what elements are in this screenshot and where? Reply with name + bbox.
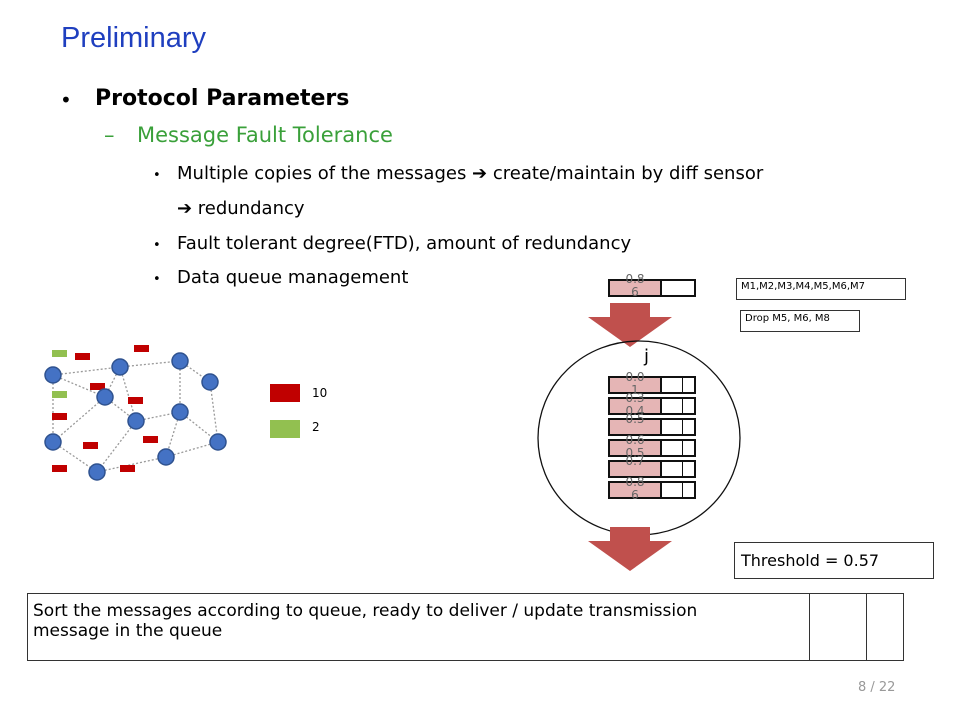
- queue-slot-value: 0.0 1: [625, 370, 645, 397]
- message-list-box: M1,M2,M3,M4,M5,M6,M7: [736, 278, 906, 300]
- page-title: Preliminary: [61, 22, 207, 54]
- legend-red-swatch: [270, 384, 300, 402]
- drop-text: Drop M5, M6, M8: [745, 313, 830, 324]
- queue-slot-value: 0.7: [625, 454, 645, 468]
- queue-slot-value: 0.5: [625, 412, 645, 426]
- sensor-nodes: [44, 352, 227, 481]
- queue-slot-value: 0.6 0.5: [625, 433, 645, 460]
- legend-green-label: 2: [312, 420, 320, 434]
- bullet-level3-1b: ➔ redundancy: [177, 198, 305, 219]
- bullet-level3-2: Fault tolerant degree(FTD), amount of re…: [177, 233, 632, 254]
- bullet-marker: •: [153, 168, 161, 183]
- legend-green-swatch: [270, 420, 300, 438]
- redundancy-markers: [52, 345, 158, 472]
- drop-box: Drop M5, M6, M8: [740, 310, 860, 332]
- incoming-message: 0.8 6: [608, 273, 696, 299]
- message-list: M1,M2,M3,M4,M5,M6,M7: [741, 281, 866, 292]
- arrow-in-icon: [588, 303, 672, 347]
- bullet-level2: Message Fault Tolerance: [137, 123, 393, 147]
- bullet-level3-3: Data queue management: [177, 267, 409, 288]
- bullet-level1: Protocol Parameters: [95, 86, 350, 111]
- explanation-line-c: Sort the messages according to queue, re…: [33, 601, 698, 621]
- legend-red-label: 10: [312, 386, 328, 400]
- page-number: 8 / 22: [858, 680, 896, 695]
- threshold-label: Threshold = 0.57: [734, 542, 934, 579]
- queue-slot: 0.3 0.4: [608, 392, 696, 418]
- queue-slot: 0.7: [608, 455, 696, 478]
- explanation-line-d: message in the queue: [33, 621, 223, 641]
- node-label: j: [644, 346, 650, 367]
- queue-diagram: [537, 303, 741, 571]
- bullet-marker: •: [153, 238, 161, 253]
- dash-marker: –: [104, 123, 115, 147]
- queue-slot: 0.6 0.5: [608, 434, 696, 460]
- queue-slot-value: 0.8 6: [625, 475, 645, 502]
- network-graph: [44, 345, 227, 481]
- queue-slot: 0.5: [608, 413, 696, 436]
- queue-slot: 0.0 1: [608, 371, 696, 397]
- explanation-box: Sort the messages according to queue, re…: [27, 593, 904, 661]
- queue-slot: 0.8 6: [608, 476, 696, 502]
- arrow-out-icon: [588, 527, 672, 571]
- bullet-marker: •: [153, 272, 161, 287]
- bullet-level3-1a: Multiple copies of the messages ➔ create…: [177, 163, 764, 184]
- bullet-marker: •: [60, 88, 72, 112]
- queue-slot-value: 0.3 0.4: [625, 391, 645, 418]
